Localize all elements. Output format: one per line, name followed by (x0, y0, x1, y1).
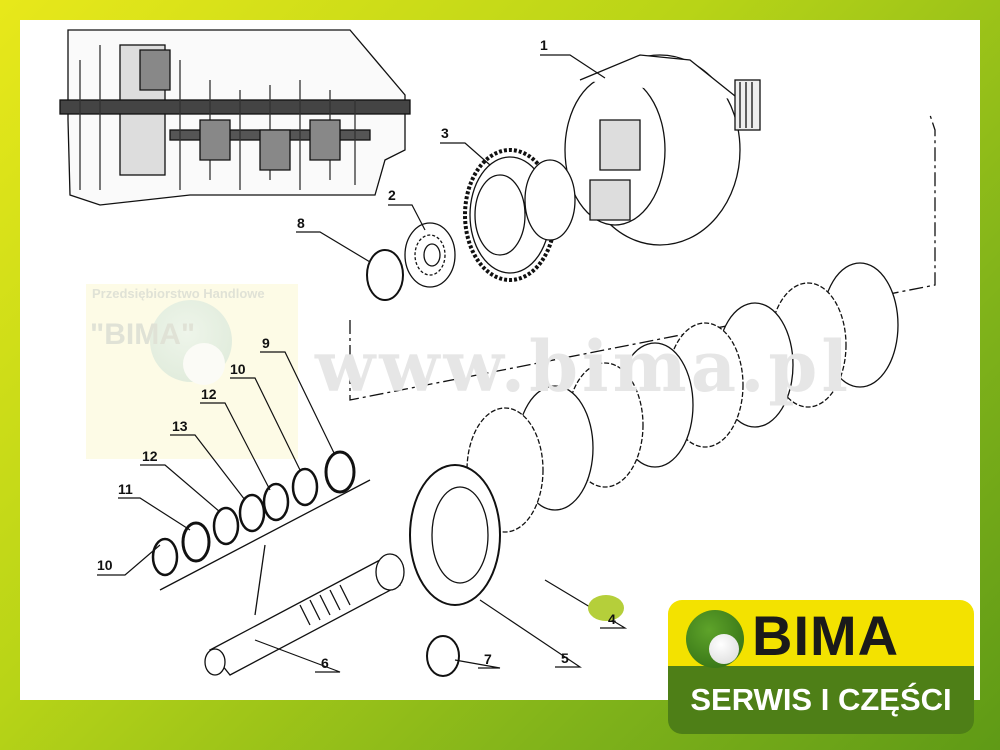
callout-9: 9 (262, 335, 270, 351)
callout-2: 2 (388, 187, 396, 203)
watermark-url: www.bima.pl (315, 325, 852, 408)
part-1-clutch-drum (564, 54, 761, 246)
callout-10-lower: 10 (97, 557, 113, 573)
logo-ball-highlight-icon (709, 634, 739, 664)
part-5-pressure-plate (409, 464, 501, 606)
callout-12: 12 (201, 386, 217, 402)
callout-1: 1 (540, 37, 548, 53)
assembly-centerline (349, 114, 936, 401)
callout-4: 4 (608, 611, 616, 627)
transmission-section-thumbnail (59, 29, 411, 206)
callout-12-lower: 12 (142, 448, 158, 464)
part-8-snap-ring (366, 249, 404, 301)
logo-bottom-band (668, 666, 974, 734)
callout-8: 8 (297, 215, 305, 231)
watermark-company-name: "BIMA" (90, 318, 196, 351)
callout-13: 13 (172, 418, 188, 434)
part-3-gear (463, 148, 576, 282)
callout-7: 7 (484, 651, 492, 667)
callout-3: 3 (441, 125, 449, 141)
small-rings-group (151, 450, 371, 616)
callout-6: 6 (321, 655, 329, 671)
clutch-disc-pack (466, 262, 899, 533)
part-7-snap-ring (426, 635, 460, 677)
highlight-marker (588, 595, 624, 621)
logo-name: BIMA (752, 604, 900, 667)
callout-10: 10 (230, 361, 246, 377)
watermark-logo-ball (183, 343, 225, 385)
watermark-company-line: Przedsiębiorstwo Handlowe (92, 286, 265, 301)
callout-11: 11 (118, 481, 133, 497)
part-6-shaft (204, 553, 405, 676)
callout-leaders (97, 54, 628, 673)
part-2-bearing (404, 222, 456, 288)
logo-tagline: SERWIS I CZĘŚCI (690, 682, 952, 717)
callout-5: 5 (561, 650, 569, 666)
bima-logo: BIMA SERWIS I CZĘŚCI (668, 600, 974, 736)
